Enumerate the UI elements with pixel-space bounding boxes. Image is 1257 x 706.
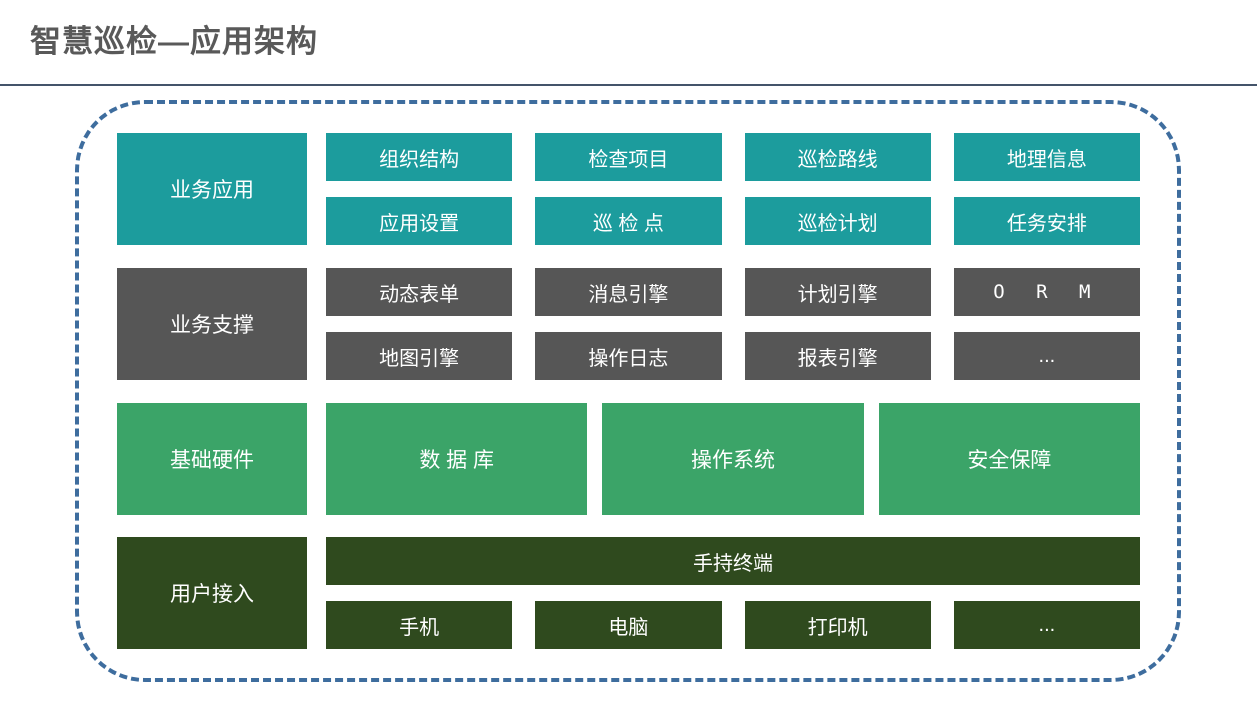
item-operating-system: 操作系统 xyxy=(602,403,864,515)
item-support-more: ... xyxy=(953,332,1140,380)
item-task-schedule: 任务安排 xyxy=(953,197,1140,245)
item-inspection-project: 检查项目 xyxy=(535,133,722,181)
item-printer: 打印机 xyxy=(744,601,931,649)
item-orm: O R M xyxy=(953,268,1140,316)
item-app-settings: 应用设置 xyxy=(326,197,513,245)
item-computer: 电脑 xyxy=(535,601,722,649)
item-message-engine: 消息引擎 xyxy=(535,268,722,316)
item-patrol-plan: 巡检计划 xyxy=(744,197,931,245)
item-operation-log: 操作日志 xyxy=(535,332,722,380)
architecture-dashed-container xyxy=(75,100,1181,682)
layer-label-business-application: 业务应用 xyxy=(117,133,307,245)
layer-label-base-hardware: 基础硬件 xyxy=(117,403,307,515)
item-database: 数 据 库 xyxy=(326,403,588,515)
item-patrol-point: 巡 检 点 xyxy=(535,197,722,245)
page-title: 智慧巡检—应用架构 xyxy=(30,24,318,59)
item-security-assurance: 安全保障 xyxy=(878,403,1140,515)
item-map-engine: 地图引擎 xyxy=(326,332,513,380)
item-organization-structure: 组织结构 xyxy=(326,133,513,181)
item-geographic-info: 地理信息 xyxy=(953,133,1140,181)
items-base-hardware: 数 据 库 操作系统 安全保障 xyxy=(326,403,1140,515)
item-patrol-route: 巡检路线 xyxy=(744,133,931,181)
items-business-application: 组织结构 检查项目 巡检路线 地理信息 应用设置 巡 检 点 巡检计划 任务安排 xyxy=(326,133,1140,245)
items-user-access-devices: 手机 电脑 打印机 ... xyxy=(326,601,1140,649)
items-business-support: 动态表单 消息引擎 计划引擎 O R M 地图引擎 操作日志 报表引擎 ... xyxy=(326,268,1140,380)
layer-label-user-access: 用户接入 xyxy=(117,537,307,649)
item-dynamic-form: 动态表单 xyxy=(326,268,513,316)
item-report-engine: 报表引擎 xyxy=(744,332,931,380)
item-mobile-phone: 手机 xyxy=(326,601,513,649)
item-handheld-terminal: 手持终端 xyxy=(326,537,1140,585)
item-access-more: ... xyxy=(953,601,1140,649)
layer-label-business-support: 业务支撑 xyxy=(117,268,307,380)
item-plan-engine: 计划引擎 xyxy=(744,268,931,316)
items-user-access: 手持终端 手机 电脑 打印机 ... xyxy=(326,537,1140,649)
title-divider xyxy=(0,84,1257,86)
